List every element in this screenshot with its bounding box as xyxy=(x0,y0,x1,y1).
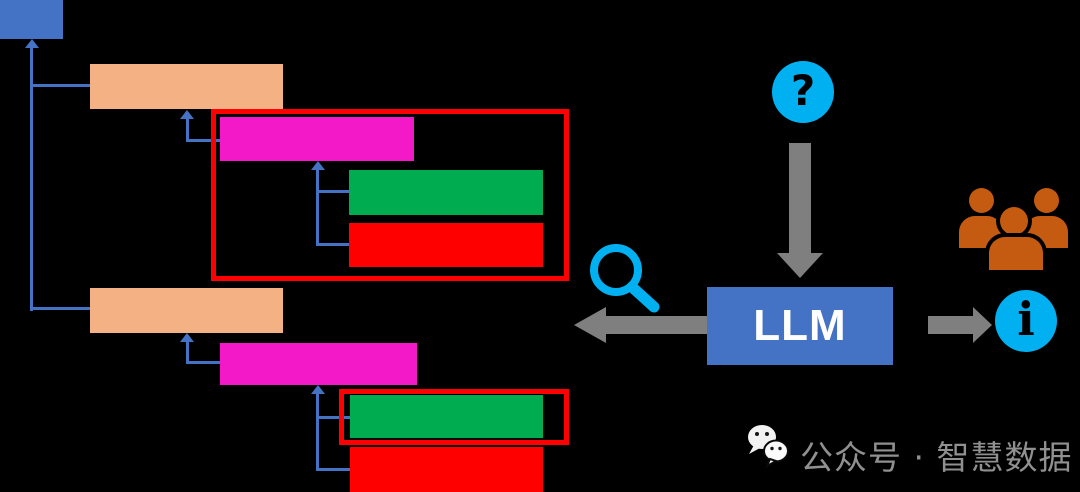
connector-line-green2-h xyxy=(317,416,351,419)
connector-arrowhead-orange1 xyxy=(180,110,194,119)
connector-line-magenta1-v xyxy=(186,118,189,142)
tree-root-node xyxy=(0,0,63,39)
connector-line-leaf2-v xyxy=(316,394,319,471)
tree-bar-green-bottom xyxy=(350,395,543,438)
question-glyph: ? xyxy=(790,66,816,115)
info-icon: i xyxy=(995,290,1057,352)
magnifier-icon xyxy=(590,244,660,313)
connector-arrowhead-root xyxy=(25,39,39,48)
person-front-head xyxy=(1000,207,1028,235)
connector-arrowhead-magenta2 xyxy=(311,385,325,394)
connector-arrowhead-magenta1 xyxy=(311,161,325,170)
connector-line-magenta1-h xyxy=(186,139,222,142)
arrow-right-head xyxy=(973,307,992,343)
tree-bar-magenta-top xyxy=(220,117,414,161)
connector-branch-top xyxy=(30,84,92,87)
connector-trunk-line xyxy=(30,47,33,311)
tree-bar-green-top xyxy=(349,170,543,215)
question-icon: ? xyxy=(772,61,834,123)
connector-branch-bottom xyxy=(30,307,92,310)
arrow-down-head xyxy=(777,253,823,278)
arrow-right-shaft xyxy=(928,316,974,334)
tree-bar-red-top xyxy=(349,223,543,267)
connector-line-magenta2-h xyxy=(186,361,222,364)
connector-arrowhead-orange2 xyxy=(180,333,194,342)
person-front-body xyxy=(989,237,1043,270)
arrow-left-head xyxy=(574,307,606,343)
tree-bar-orange-bottom xyxy=(90,288,283,333)
connector-line-magenta2-v xyxy=(186,341,189,364)
llm-box: LLM xyxy=(707,287,893,365)
connector-line-red2-h xyxy=(317,468,351,471)
connector-line-leaf1-v xyxy=(316,170,319,246)
llm-label: LLM xyxy=(753,301,847,350)
highlight-box-bottom xyxy=(339,389,569,445)
tree-bar-red-bottom xyxy=(350,447,543,492)
arrow-down-shaft xyxy=(789,143,811,253)
tree-bar-magenta-bottom xyxy=(220,343,417,385)
wechat-logo-icon xyxy=(748,425,789,469)
watermark-text: 公众号 · 智慧数据 xyxy=(800,438,1073,477)
connector-line-red1-h xyxy=(317,243,351,246)
person-back-right-head xyxy=(1034,188,1059,213)
connector-line-green1-h xyxy=(317,190,351,193)
tree-bar-orange-top xyxy=(90,64,283,109)
person-back-left-head xyxy=(969,188,994,213)
info-glyph: i xyxy=(1017,292,1035,346)
arrow-left-shaft xyxy=(604,316,707,334)
highlight-box-top xyxy=(211,109,569,281)
